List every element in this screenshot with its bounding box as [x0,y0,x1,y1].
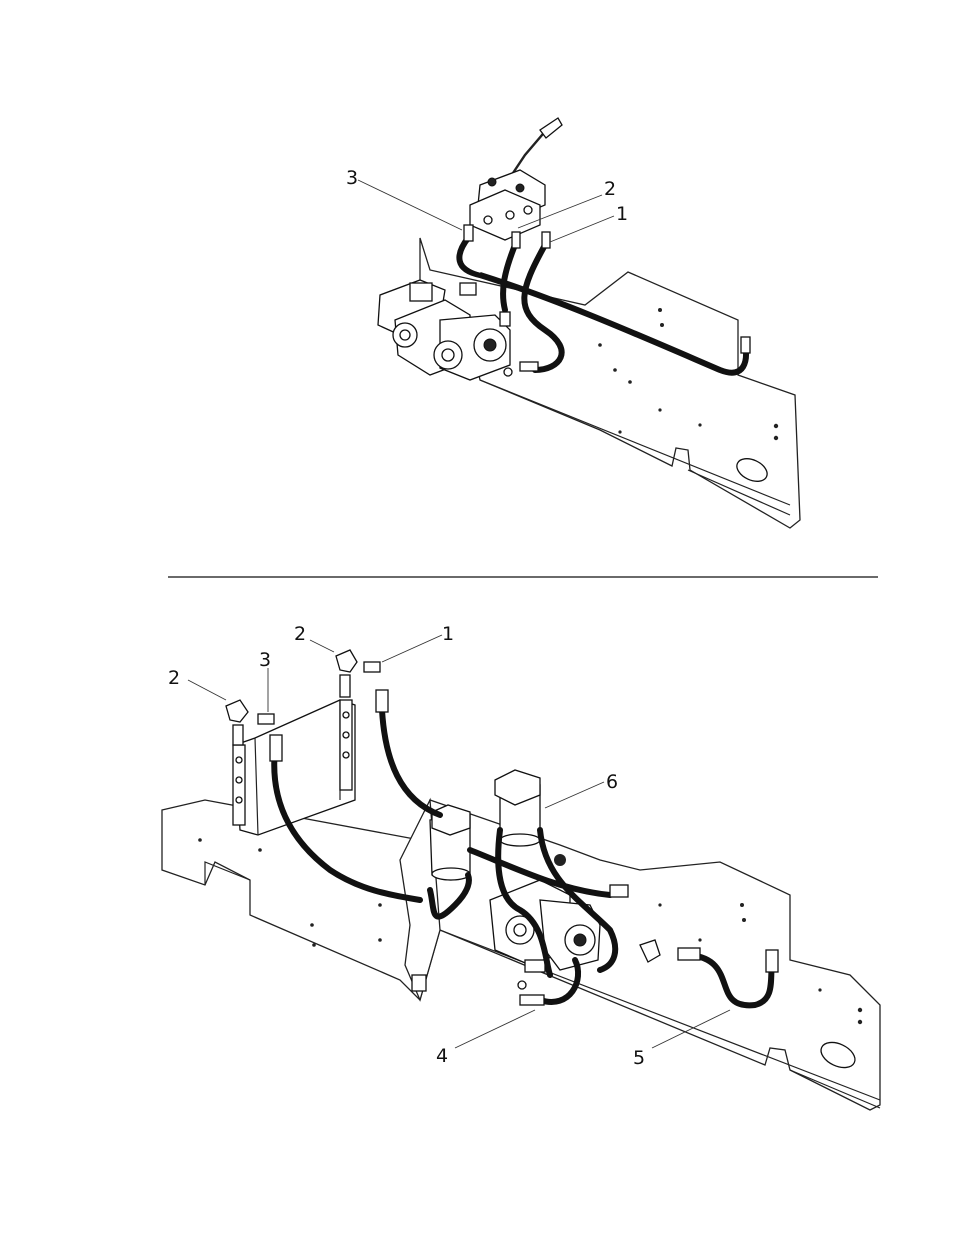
bottom-leader-1 [382,635,442,662]
bottom-figure: 2 1 2 3 6 4 5 [162,623,880,1110]
bottom-bracket-tab [412,975,426,991]
top-callout-3: 3 [346,167,358,189]
elbow-fitting-left [226,700,248,722]
control-lever-knob [540,118,562,138]
bottom-callout-2-right: 2 [294,623,306,645]
bottom-callout-2-left: 2 [168,667,180,689]
elbow-fitting-right [336,650,357,672]
bottom-leader-2b [310,640,334,652]
top-frame-plate [420,238,800,528]
bottom-callout-1: 1 [442,623,454,645]
bottom-callout-6: 6 [606,771,618,793]
bottom-callout-4: 4 [436,1045,448,1067]
bottom-leader-6 [545,782,604,808]
top-leader-1 [550,216,614,242]
bottom-leader-2a [188,680,226,700]
top-callout-1: 1 [616,203,628,225]
bottom-callout-5: 5 [633,1047,645,1069]
top-callout-2: 2 [604,178,616,200]
bottom-leader-4 [455,1010,535,1048]
top-figure: 3 2 1 [346,118,800,528]
bottom-callout-3: 3 [259,649,271,671]
top-control-valve [470,118,562,240]
top-leader-3 [358,180,462,230]
bottom-oil-cooler [233,700,355,835]
